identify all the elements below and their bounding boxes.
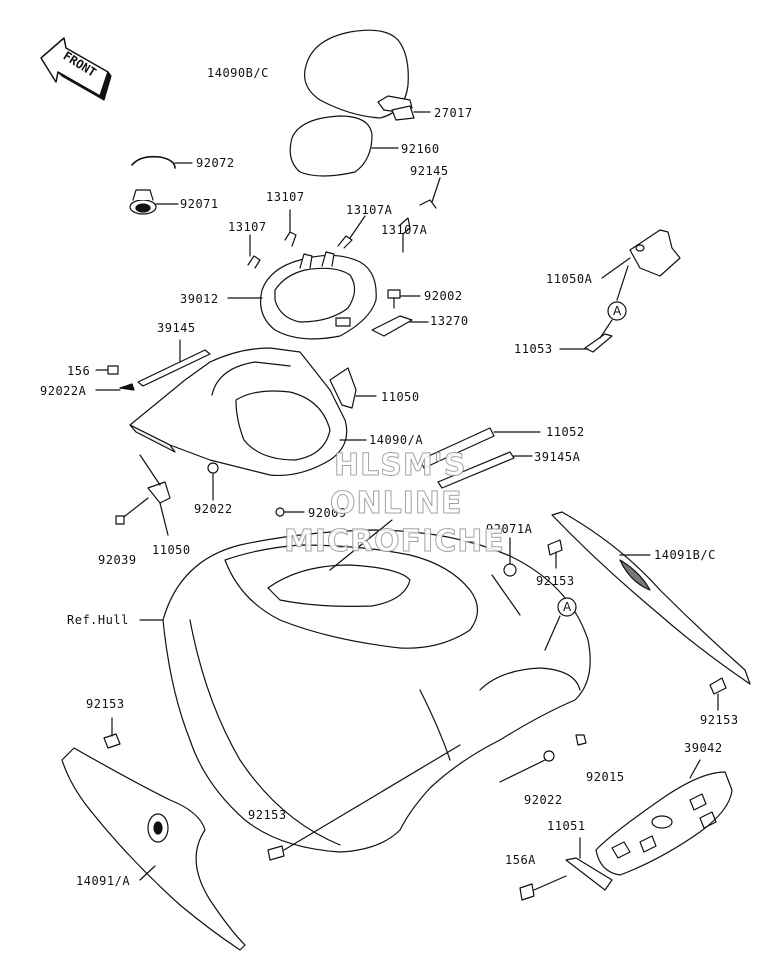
part-label-92153-right: 92153	[700, 713, 739, 727]
part-label-27017: 27017	[434, 106, 473, 120]
part-label-39145: 39145	[157, 321, 196, 335]
part-label-11050a: 11050A	[546, 272, 593, 286]
bracket-11050a-shape	[559, 229, 681, 353]
callout-a-bracket: A	[613, 304, 622, 318]
hull-shape	[139, 519, 591, 853]
part-label-39145a: 39145A	[534, 450, 581, 464]
part-label-92072: 92072	[196, 156, 235, 170]
part-label-92022-upper: 92022	[194, 502, 233, 516]
part-label-92071: 92071	[180, 197, 219, 211]
part-label-92009: 92009	[308, 506, 347, 520]
part-label-14090bc: 14090B/C	[207, 66, 269, 80]
bracket-11050-lower	[115, 454, 171, 536]
part-label-92153-left: 92153	[86, 697, 125, 711]
part-label-11050-lower: 11050	[152, 543, 191, 557]
strip-39145-shape	[137, 339, 211, 387]
part-label-14091bc: 14091B/C	[654, 548, 716, 562]
part-label-13107-upper: 13107	[266, 190, 305, 204]
bolt-92153-center	[267, 744, 461, 861]
part-label-11050-upper: 11050	[381, 390, 420, 404]
part-label-92160: 92160	[401, 142, 440, 156]
watermark-line-2: ONLINE	[330, 486, 463, 522]
callout-a-hull	[544, 597, 577, 651]
clip-13107a-shapes	[337, 177, 441, 253]
plate-11051-shape	[519, 837, 613, 901]
part-label-13107a-lower: 13107A	[381, 223, 428, 237]
side-panel-14091a-shape	[61, 747, 246, 951]
clip-shape	[131, 155, 193, 169]
watermark-line-1: HLSM'S	[333, 448, 467, 484]
part-label-ref-hull: Ref.Hull	[67, 613, 129, 627]
part-label-92015: 92015	[586, 770, 625, 784]
part-label-11051: 11051	[547, 819, 586, 833]
bracket-11050-upper	[329, 367, 377, 409]
part-label-11052: 11052	[546, 425, 585, 439]
part-label-14091a: 14091/A	[76, 874, 131, 888]
part-label-156: 156	[67, 364, 91, 378]
plate-13270-shape	[371, 315, 429, 337]
clip-13107-shapes	[247, 209, 297, 269]
watermark-line-3: MICROFICHE	[284, 524, 505, 560]
part-label-13107-lower: 13107	[228, 220, 267, 234]
part-label-13107a-upper: 13107A	[346, 203, 393, 217]
part-label-156a: 156A	[505, 853, 536, 867]
bolt-92153-upper	[547, 539, 563, 569]
part-label-92153-upper: 92153	[536, 574, 575, 588]
storage-box-shape	[227, 251, 377, 340]
bolt-156-shape	[95, 365, 135, 391]
part-label-92022a: 92022A	[40, 384, 87, 398]
seat-cover-shape	[303, 29, 431, 121]
part-label-39012: 39012	[180, 292, 219, 306]
part-label-92022-lower: 92022	[524, 793, 563, 807]
side-panel-14091bc-shape	[551, 511, 751, 685]
part-label-11053: 11053	[514, 342, 553, 356]
part-label-92153-center: 92153	[248, 808, 287, 822]
bolt-92153-right	[709, 677, 727, 711]
part-label-92145: 92145	[410, 164, 449, 178]
part-label-92071a: 92071A	[486, 522, 533, 536]
part-label-14090a: 14090/A	[369, 433, 424, 447]
front-direction-arrow: FRONT	[40, 37, 112, 101]
washer-92022-shape	[207, 462, 305, 517]
pad-shape	[289, 115, 399, 177]
part-label-13270: 13270	[430, 314, 469, 328]
part-label-92002: 92002	[424, 289, 463, 303]
plate-39042-shape	[595, 759, 733, 876]
callout-a-hull-letter: A	[563, 600, 572, 614]
cap-shape	[129, 189, 179, 215]
bolt-92153-left	[103, 717, 121, 749]
nut-92015-shape	[499, 734, 587, 783]
cap-92071a-shape	[491, 537, 521, 616]
rail-11052-shape	[419, 427, 541, 489]
bolt-92002-shape	[387, 289, 421, 309]
part-label-39042: 39042	[684, 741, 723, 755]
part-label-92039: 92039	[98, 553, 137, 567]
deck-cover-shape	[129, 347, 367, 477]
